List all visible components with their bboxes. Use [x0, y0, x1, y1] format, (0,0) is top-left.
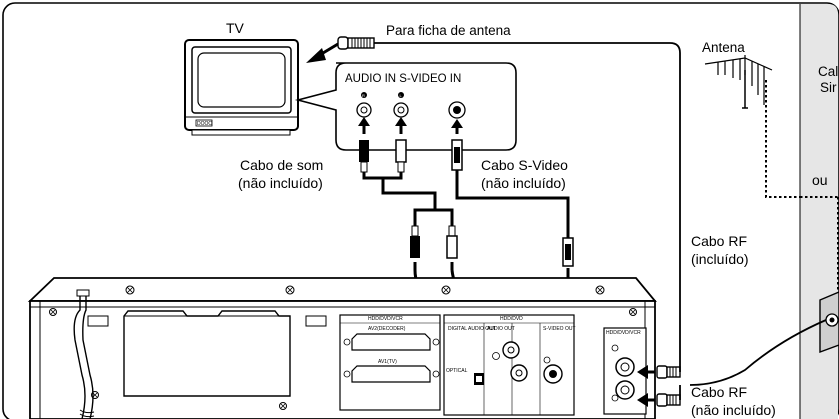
- svg-text:HDD/DVD/VCR: HDD/DVD/VCR: [368, 316, 403, 322]
- audio-cable-path-l: [383, 172, 403, 180]
- antenna-icon: [704, 55, 773, 109]
- svg-text:DIGITAL AUDIO OUT: DIGITAL AUDIO OUT: [448, 326, 496, 332]
- rf-cable-included-line: [374, 42, 681, 360]
- antenna-plug-icon: [337, 36, 375, 50]
- rf-cable-not-included-label: Cabo RF: [691, 384, 747, 400]
- recorder-bracket-left: [87, 315, 109, 327]
- audio-cable-path-split-l: [435, 208, 454, 226]
- rf-plugs-to-recorder: [637, 365, 681, 407]
- svg-text:S-VIDEO OUT: S-VIDEO OUT: [543, 326, 576, 332]
- tv-input-label: AUDIO IN S-VIDEO IN: [345, 73, 461, 85]
- output-block: HDD/DVD DIGITAL AUDIO OUT AUDIO OUT S-VI…: [443, 314, 576, 416]
- svg-text:DOOO: DOOO: [197, 121, 212, 127]
- power-cord: [73, 295, 86, 419]
- svideo-cable-note: (não incluído): [481, 175, 566, 191]
- cable-partial-label-2: Sir: [820, 80, 837, 95]
- tv-label: TV: [226, 20, 245, 36]
- antenna-plug-label: Para ficha de antena: [386, 23, 511, 38]
- tv-illustration: DOOO: [184, 39, 299, 136]
- audio-cable-path-r: [362, 172, 437, 205]
- rf-cable-not-included-note: (não incluído): [691, 402, 776, 418]
- audio-cable-bottom-plugs: [410, 225, 458, 259]
- svg-text:AUDIO OUT: AUDIO OUT: [487, 326, 515, 332]
- rf-cable-not-included-line: [689, 319, 827, 386]
- svg-text:HDD/DVD/VCR: HDD/DVD/VCR: [606, 330, 641, 336]
- power-cord-strain: [76, 289, 90, 297]
- antenna-label: Antena: [702, 40, 745, 55]
- cable-partial-label-1: Cal: [818, 64, 838, 79]
- audio-cable-path-split-r: [413, 205, 437, 226]
- power-cord-edge: [82, 295, 94, 419]
- svg-text:HDD/DVD: HDD/DVD: [500, 316, 523, 322]
- audio-cable-top-plugs: [359, 139, 407, 173]
- power-cord-end: [79, 409, 95, 418]
- svg-text:L: L: [400, 93, 403, 98]
- tv-svideo-jack: [448, 101, 466, 119]
- svg-text:OPTICAL: OPTICAL: [446, 368, 468, 374]
- svideo-cable-path: [455, 170, 570, 238]
- arrows-into-recorder: [413, 262, 570, 276]
- svideo-cable-bottom-plug: [562, 237, 574, 267]
- svg-text:AV1(TV): AV1(TV): [378, 359, 397, 365]
- audio-cable-label: Cabo de som: [240, 157, 323, 173]
- recorder-bracket-right: [305, 315, 327, 327]
- scart-av1-connector: [351, 365, 431, 383]
- tv-audio-jack-l: L: [393, 92, 409, 118]
- scart-av2-connector: [351, 333, 431, 351]
- scart-area: HDD/DVD/VCR AV2(DECODER) AV1(TV): [339, 314, 441, 411]
- svideo-cable-label: Cabo S-Video: [481, 157, 568, 173]
- antenna-dotted-cable: [765, 80, 800, 198]
- audio-cable-note: (não incluído): [238, 175, 323, 191]
- arrows-into-tv-jacks: [358, 117, 463, 134]
- recorder-vent-block: [123, 310, 291, 397]
- or-label: ou: [812, 172, 828, 188]
- rf-cable-included-note: (incluído): [691, 251, 749, 267]
- arrow-head-to-tv: [306, 48, 326, 63]
- svg-text:AV2(DECODER): AV2(DECODER): [368, 326, 406, 332]
- svg-text:R: R: [362, 93, 365, 98]
- wall-outlet-icon: [819, 291, 839, 354]
- svideo-cable-top-plug: [451, 139, 463, 171]
- rf-cable-included-label: Cabo RF: [691, 233, 747, 249]
